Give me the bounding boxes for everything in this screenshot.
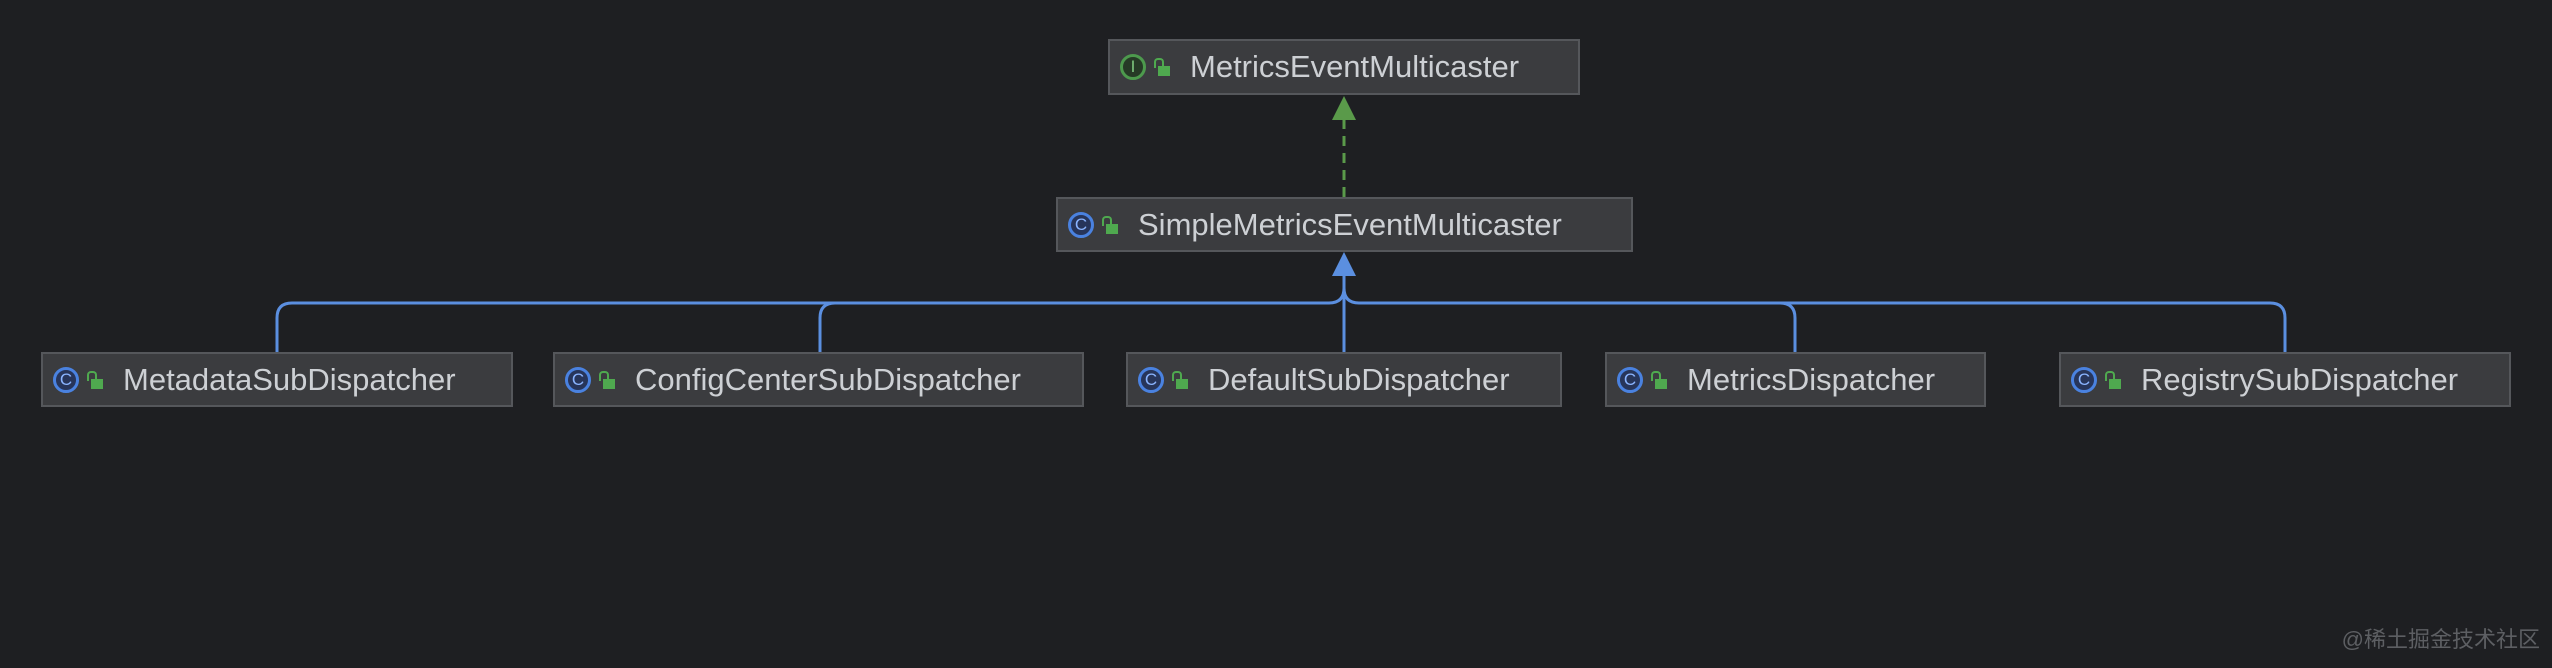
class-icon: C (1068, 211, 1094, 238)
class-icon: C (1138, 366, 1164, 393)
node-label: SimpleMetricsEventMulticaster (1138, 206, 1562, 242)
public-lock-icon (87, 370, 103, 389)
public-lock-icon (2105, 370, 2121, 389)
node-default-sub-dispatcher[interactable]: C DefaultSubDispatcher (1126, 352, 1562, 407)
node-label: MetricsEventMulticaster (1190, 49, 1520, 84)
interface-icon: I (1120, 54, 1146, 80)
node-metrics-event-multicaster[interactable]: I MetricsEventMulticaster (1108, 39, 1580, 95)
extends-edge-configcenter (818, 301, 1329, 352)
extends-edge-registry (1342, 287, 2287, 352)
class-icon: C (53, 366, 79, 393)
public-lock-icon (1102, 215, 1118, 234)
extends-edge-metadata (275, 287, 1346, 352)
watermark: @稀土掘金技术社区 (2341, 627, 2540, 652)
public-lock-icon (1172, 370, 1188, 389)
node-label: ConfigCenterSubDispatcher (635, 361, 1021, 397)
extends-arrowhead (1332, 252, 1356, 276)
implements-arrowhead (1332, 96, 1356, 120)
class-icon: C (2071, 366, 2097, 393)
node-metrics-dispatcher[interactable]: C MetricsDispatcher (1605, 352, 1986, 407)
node-simple-metrics-event-multicaster[interactable]: C SimpleMetricsEventMulticaster (1056, 197, 1633, 252)
node-label: MetadataSubDispatcher (123, 361, 456, 397)
class-icon: C (1617, 366, 1643, 393)
node-config-center-sub-dispatcher[interactable]: C ConfigCenterSubDispatcher (553, 352, 1084, 407)
node-label: MetricsDispatcher (1687, 361, 1936, 397)
node-registry-sub-dispatcher[interactable]: C RegistrySubDispatcher (2059, 352, 2511, 407)
class-icon: C (565, 366, 591, 393)
node-metadata-sub-dispatcher[interactable]: C MetadataSubDispatcher (41, 352, 513, 407)
node-label: RegistrySubDispatcher (2141, 361, 2459, 397)
public-lock-icon (1154, 58, 1170, 76)
node-label: DefaultSubDispatcher (1208, 361, 1510, 397)
extends-edge-metrics (1359, 301, 1797, 352)
public-lock-icon (599, 370, 615, 389)
public-lock-icon (1651, 370, 1667, 389)
